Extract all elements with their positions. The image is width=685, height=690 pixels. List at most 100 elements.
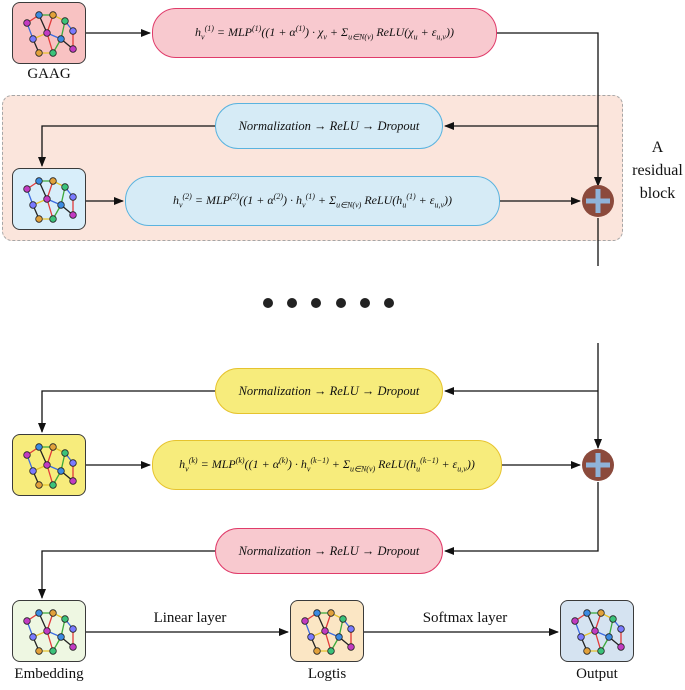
- gaag-label: GAAG: [27, 66, 71, 82]
- graph-node: [347, 643, 355, 651]
- graph-node: [583, 647, 591, 655]
- norm-pill-final: Normalization → ReLU → Dropout: [215, 528, 443, 574]
- output-label: Output: [576, 666, 618, 682]
- graph-node: [49, 443, 57, 451]
- graph-node: [35, 177, 43, 185]
- linear-layer-label: Linear layer: [153, 610, 227, 626]
- graph-node: [597, 609, 605, 617]
- graph-node: [69, 211, 77, 219]
- graph-node: [617, 625, 625, 633]
- arrow-glyph: →: [361, 383, 375, 398]
- graph-node: [23, 19, 31, 27]
- embedding-label: Embedding: [14, 666, 84, 682]
- graph-node: [35, 647, 43, 655]
- graph-node: [327, 647, 335, 655]
- graph-node: [69, 459, 77, 467]
- graph-node: [69, 193, 77, 201]
- graph-node: [591, 627, 599, 635]
- graph-icon: [23, 11, 77, 57]
- graph-node: [57, 201, 65, 209]
- residual-label-line2: residual: [632, 162, 683, 179]
- graph-node: [35, 215, 43, 223]
- graph-node: [61, 449, 69, 457]
- graph-node: [617, 643, 625, 651]
- graph-node: [43, 461, 51, 469]
- ellipsis-dots: [263, 298, 394, 308]
- arrow-glyph: →: [361, 118, 375, 133]
- graph-node: [605, 633, 613, 641]
- graph-node: [577, 633, 585, 641]
- graph-node: [313, 609, 321, 617]
- graph-node: [23, 617, 31, 625]
- graph-node: [69, 643, 77, 651]
- graph-node: [35, 443, 43, 451]
- logits-label: Logtis: [307, 666, 347, 682]
- graph-node: [307, 633, 315, 641]
- graph-node: [29, 201, 37, 209]
- graph-node: [301, 617, 309, 625]
- output-graph: [560, 600, 634, 662]
- norm-chain-c: Dropout: [377, 383, 420, 398]
- norm-chain-b: ReLU: [329, 118, 359, 133]
- graph-node: [35, 11, 43, 19]
- norm-chain-b: ReLU: [329, 383, 359, 398]
- arrow-glyph: →: [313, 383, 327, 398]
- norm-chain-c: Dropout: [377, 543, 420, 558]
- arrow-glyph: →: [313, 118, 327, 133]
- graph-node: [43, 195, 51, 203]
- norm-chain-a: Normalization: [238, 383, 311, 398]
- arrow-glyph: →: [361, 543, 375, 558]
- graph-node: [339, 615, 347, 623]
- norm-chain-c: Dropout: [377, 118, 420, 133]
- residual-block-label: A residual block: [630, 136, 685, 205]
- norm-chain-a: Normalization: [238, 118, 311, 133]
- graph-node: [61, 183, 69, 191]
- graph-node: [43, 29, 51, 37]
- graph-node: [327, 609, 335, 617]
- graph-node: [23, 185, 31, 193]
- graph-node: [43, 627, 51, 635]
- norm-pill-k: Normalization → ReLU → Dropout: [215, 368, 443, 414]
- arrow-glyph: →: [313, 543, 327, 558]
- arrow-plusk-to-finalnorm: [444, 482, 599, 555]
- graph-node: [335, 633, 343, 641]
- arrow-normk-to-graphk: [38, 390, 215, 433]
- graph-node: [69, 625, 77, 633]
- graph-node: [49, 647, 57, 655]
- graph-node: [35, 609, 43, 617]
- gaag-graph: [12, 2, 86, 64]
- embedding-graph: [12, 600, 86, 662]
- graph-icon: [23, 443, 77, 489]
- graph-node: [49, 49, 57, 57]
- layer2-graph: [12, 168, 86, 230]
- graph-node: [49, 11, 57, 19]
- formula-layer2: hv(2) = MLP(2)((1 + α(2)) · hv(1) + Σu∈N…: [125, 176, 500, 226]
- graph-node: [609, 615, 617, 623]
- graph-node: [57, 35, 65, 43]
- norm-chain-b: ReLU: [329, 543, 359, 558]
- graph-icon: [23, 177, 77, 223]
- norm-pill-residual: Normalization → ReLU → Dropout: [215, 103, 443, 149]
- layerk-graph: [12, 434, 86, 496]
- graph-icon: [23, 609, 77, 655]
- logits-graph: [290, 600, 364, 662]
- graph-node: [69, 45, 77, 53]
- graph-icon: [301, 609, 355, 655]
- formula-layer1: hv(1) = MLP(1)((1 + α(1)) · χv + Σu∈N(v)…: [152, 8, 497, 58]
- graph-node: [583, 609, 591, 617]
- arrow-finalnorm-to-embedding: [38, 550, 215, 599]
- graph-node: [49, 177, 57, 185]
- graph-node: [347, 625, 355, 633]
- graph-node: [597, 647, 605, 655]
- graph-node: [35, 49, 43, 57]
- residual-label-line1: A: [651, 139, 664, 156]
- graph-node: [571, 617, 579, 625]
- graph-node: [69, 27, 77, 35]
- plus-icon: [582, 449, 614, 481]
- graph-node: [23, 451, 31, 459]
- norm-chain-a: Normalization: [238, 543, 311, 558]
- graph-node: [29, 467, 37, 475]
- graph-node: [313, 647, 321, 655]
- graph-node: [49, 609, 57, 617]
- graph-node: [69, 477, 77, 485]
